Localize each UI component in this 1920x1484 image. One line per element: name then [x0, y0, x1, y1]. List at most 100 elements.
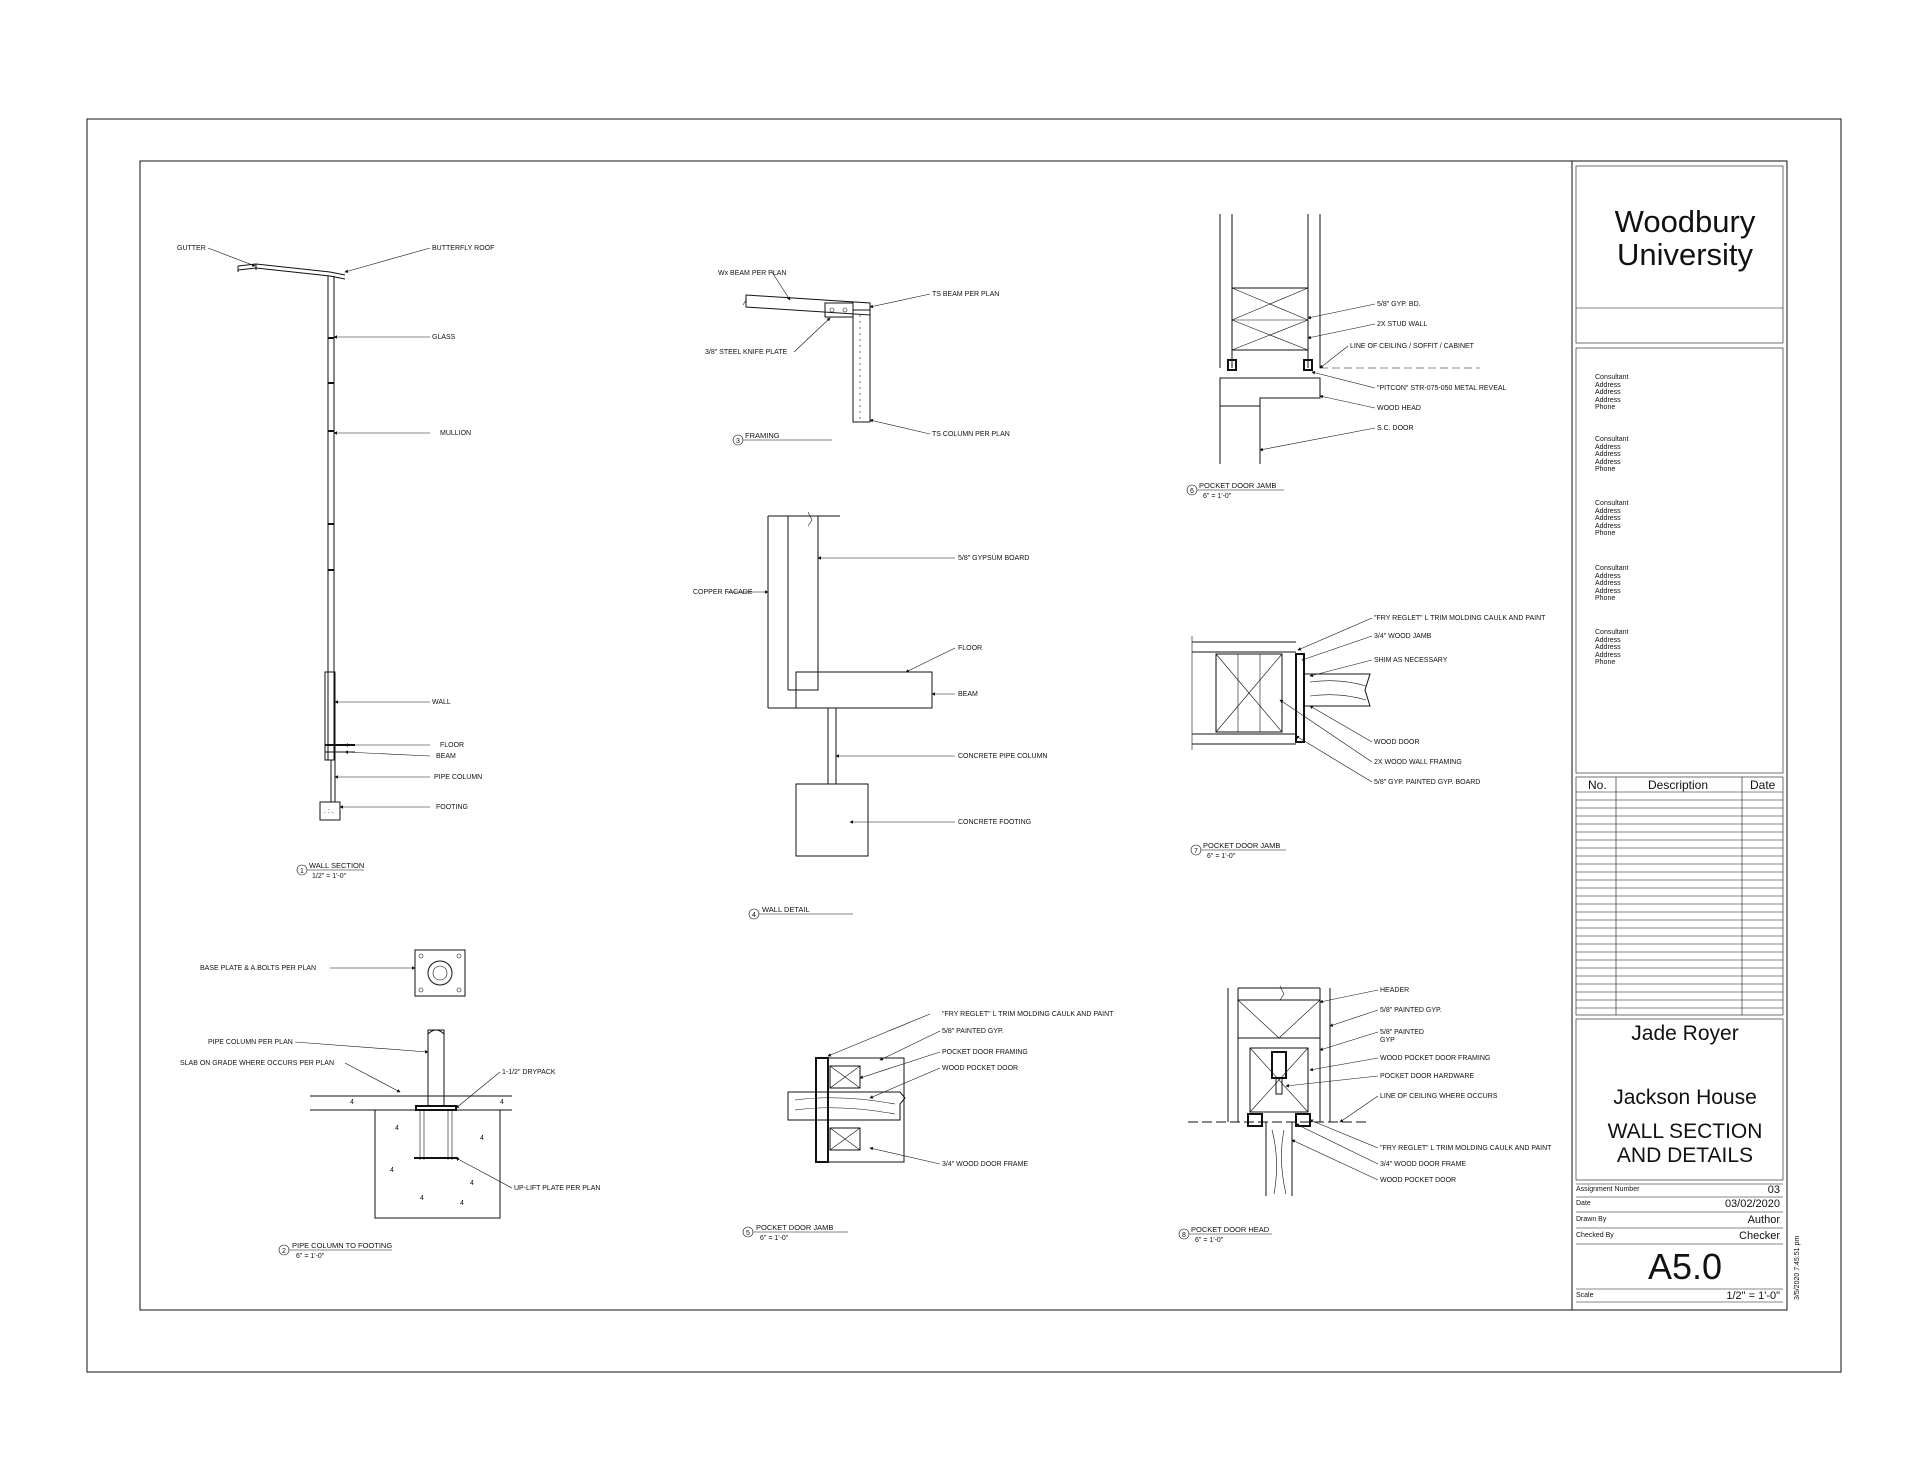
svg-text:4: 4 [480, 1135, 484, 1142]
detail-5-title: POCKET DOOR JAMB [756, 1223, 833, 1232]
consultant-line: Address [1595, 396, 1621, 404]
note-gyp-bd-6: 5/8" GYP. BD. [1377, 301, 1421, 308]
consultant-line: Address [1595, 389, 1621, 397]
consultant-line: Address [1595, 381, 1621, 389]
note-line-of-ceiling-6: LINE OF CEILING / SOFFIT / CABINET [1350, 343, 1475, 350]
note-knife-plate: 3/8" STEEL KNIFE PLATE [705, 349, 788, 356]
detail-3-number: 3 [736, 438, 740, 445]
svg-text:4: 4 [470, 1180, 474, 1187]
consultant-line: Address [1595, 580, 1621, 588]
detail-1-title: WALL SECTION [309, 861, 364, 870]
note-fry-reglet-7: "FRY REGLET" L TRIM MOLDING CAULK AND PA… [1374, 615, 1546, 622]
detail-3-title: FRAMING [745, 431, 780, 440]
note-ts-beam: TS BEAM PER PLAN [932, 291, 999, 298]
sheet-title-line-2: AND DETAILS [1616, 1144, 1754, 1167]
note-wood-head-6: WOOD HEAD [1377, 405, 1421, 412]
detail-7-title: POCKET DOOR JAMB [1203, 841, 1280, 850]
detail-5-number: 5 [746, 1230, 750, 1237]
note-pitcon-6: "PITCON" STR-075-050 METAL REVEAL [1377, 385, 1507, 392]
note-painted-gyp2a-8: 5/8" PAINTED [1380, 1029, 1424, 1036]
svg-text:. : .: . : . [324, 808, 334, 815]
note-fry-reglet-8: "FRY REGLET" L TRIM MOLDING CAULK AND PA… [1380, 1145, 1552, 1152]
print-stamp: 3/5/2020 7:45:51 pm [1794, 1235, 1801, 1300]
consultant-line: Consultant [1595, 629, 1629, 636]
scale-value: 1/2" = 1'-0" [1726, 1290, 1780, 1302]
project-name: Jackson House [1613, 1086, 1757, 1109]
detail-6-scale: 6" = 1'-0" [1203, 493, 1232, 500]
scale-label: Scale [1576, 1292, 1594, 1299]
note-wall-framing-7: 2X WOOD WALL FRAMING [1374, 759, 1462, 766]
note-wall: WALL [432, 699, 451, 706]
detail-8-pocket-door-head: HEADER 5/8" PAINTED GYP. 5/8" PAINTED GY… [1178, 985, 1552, 1244]
note-beam: BEAM [436, 753, 456, 760]
note-painted-gyp-8: 5/8" PAINTED GYP. [1380, 1007, 1442, 1014]
consultant-line: Phone [1595, 530, 1616, 538]
svg-text:4: 4 [390, 1167, 394, 1174]
revision-header-date: Date [1750, 778, 1776, 792]
detail-7-number: 7 [1194, 848, 1198, 855]
note-concrete-pipe-column: CONCRETE PIPE COLUMN [958, 753, 1047, 760]
detail-3-framing: Wx BEAM PER PLAN TS BEAM PER PLAN 3/8" S… [705, 270, 1010, 446]
consultant-line: Address [1595, 507, 1621, 515]
note-gypsum-board: 5/8" GYPSUM BOARD [958, 555, 1029, 562]
detail-8-scale: 6" = 1'-0" [1195, 1237, 1224, 1244]
note-stud-wall-6: 2X STUD WALL [1377, 321, 1427, 328]
detail-2-scale: 6" = 1'-0" [296, 1253, 325, 1260]
note-line-of-ceiling-8: LINE OF CEILING WHERE OCCURS [1380, 1093, 1498, 1100]
note-fry-reglet-5: "FRY REGLET" L TRIM MOLDING CAULK AND PA… [942, 1011, 1114, 1018]
detail-7-pocket-door-jamb: "FRY REGLET" L TRIM MOLDING CAULK AND PA… [1190, 615, 1546, 860]
consultant-line: Address [1595, 587, 1621, 595]
date-label: Date [1576, 1200, 1591, 1207]
assignment-number-value: 03 [1767, 1184, 1780, 1196]
note-wood-pocket-door-8: WOOD POCKET DOOR [1380, 1177, 1456, 1184]
consultant-line: Address [1595, 644, 1621, 652]
consultant-line: Address [1595, 443, 1621, 451]
title-block [1571, 160, 1788, 1311]
detail-1-scale: 1/2" = 1'-0" [312, 873, 347, 880]
note-butterfly-roof: BUTTERFLY ROOF [432, 245, 494, 252]
detail-6-title: POCKET DOOR JAMB [1199, 481, 1276, 490]
consultant-line: Address [1595, 636, 1621, 644]
note-wx-beam: Wx BEAM PER PLAN [718, 270, 786, 277]
note-beam-4: BEAM [958, 691, 978, 698]
note-base-plate: BASE PLATE & A.BOLTS PER PLAN [200, 965, 316, 972]
note-floor-4: FLOOR [958, 645, 982, 652]
university-name: Woodbury University [1614, 204, 1756, 272]
note-pocket-framing-5: POCKET DOOR FRAMING [942, 1049, 1028, 1056]
svg-text:4: 4 [350, 1099, 354, 1106]
note-gutter: GUTTER [177, 245, 206, 252]
detail-2-number: 2 [282, 1248, 286, 1255]
consultant-line: Consultant [1595, 500, 1629, 507]
detail-8-number: 8 [1182, 1232, 1186, 1239]
date-value: 03/02/2020 [1724, 1198, 1780, 1210]
detail-5-scale: 6" = 1'-0" [760, 1235, 789, 1242]
detail-2-pipe-column-footing: BASE PLATE & A.BOLTS PER PLAN 4 4 4 4 4 … [180, 949, 601, 1260]
consultant-line: Address [1595, 451, 1621, 459]
detail-1-wall-section: . : . GUTTER BUTTERFLY ROOF GLASS MULLIO… [177, 245, 494, 880]
consultant-line: Consultant [1595, 565, 1629, 572]
checked-by-value: Checker [1739, 1230, 1780, 1242]
note-gyp-board-7: 5/8" GYP. PAINTED GYP. BOARD [1374, 779, 1480, 786]
note-pocket-framing-8: WOOD POCKET DOOR FRAMING [1380, 1055, 1490, 1062]
consultant-line: Phone [1595, 595, 1616, 603]
sheet-number: A5.0 [1647, 1246, 1723, 1287]
detail-5-pocket-door-jamb: "FRY REGLET" L TRIM MOLDING CAULK AND PA… [742, 1011, 1114, 1242]
drawn-by-label: Drawn By [1576, 1216, 1607, 1223]
consultant-line: Phone [1595, 404, 1616, 412]
note-pipe-column: PIPE COLUMN [434, 774, 482, 781]
assignment-number-label: Assignment Number [1576, 1186, 1640, 1193]
detail-6-number: 6 [1190, 488, 1194, 495]
revision-header-no: No. [1588, 778, 1607, 792]
note-floor: FLOOR [440, 742, 464, 749]
consultant-line: Consultant [1595, 374, 1629, 381]
note-wood-door-frame-5: 3/4" WOOD DOOR FRAME [942, 1161, 1028, 1168]
note-shim-7: SHIM AS NECESSARY [1374, 657, 1448, 664]
note-slab-on-grade: SLAB ON GRADE WHERE OCCURS PER PLAN [180, 1060, 334, 1067]
note-pipe-column-per-plan: PIPE COLUMN PER PLAN [208, 1039, 293, 1046]
drawn-by-value: Author [1747, 1214, 1780, 1226]
detail-7-scale: 6" = 1'-0" [1207, 853, 1236, 860]
